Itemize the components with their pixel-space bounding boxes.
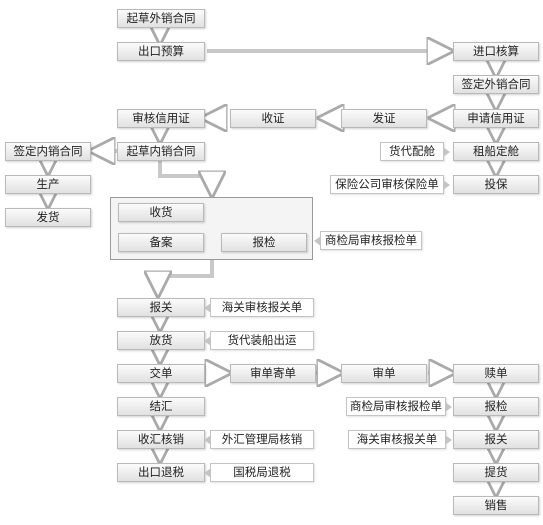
customs-declare-node-2: 报关: [453, 430, 539, 449]
pick-up-node: 提货: [453, 463, 539, 482]
export-budget-node: 出口预算: [117, 42, 205, 61]
freight-booking-label: 货代配舱: [389, 144, 435, 158]
produce-node: 生产: [5, 175, 91, 194]
customs-declare-node: 报关: [117, 298, 205, 317]
note-pointer: [204, 303, 211, 313]
note-pointer: [204, 336, 211, 346]
inspection-node-2: 报检: [453, 397, 539, 416]
submit-docs-node: 交单: [117, 364, 205, 383]
note-pointer: [445, 402, 452, 412]
inspection-review-label-2: 商检局审核报检单: [350, 399, 442, 413]
fx-bureau-label: 外汇管理局核销: [221, 432, 303, 446]
freight-loading-note: 货代装船出运: [204, 331, 314, 350]
review-send-docs-node: 审单寄单: [230, 364, 316, 383]
filing-node: 备案: [118, 233, 204, 252]
receive-cert-node: 收证: [230, 109, 316, 128]
inspection-node: 报检: [221, 233, 307, 252]
customs-review-label: 海关审核报关单: [221, 300, 303, 314]
import-check-node: 进口核算: [453, 42, 539, 61]
note-pointer: [204, 435, 211, 445]
insure-node: 投保: [453, 175, 539, 194]
issue-cert-node: 发证: [341, 109, 427, 128]
sell-node: 销售: [453, 496, 539, 515]
charter-ship-node: 租船定舱: [453, 142, 539, 161]
tax-refund-node: 出口退税: [117, 463, 205, 482]
customs-review-label-2: 海关审核报关单: [356, 432, 438, 446]
sign-export-contract-node: 签定外销合同: [453, 75, 539, 94]
arrow: [158, 160, 212, 190]
redeem-docs-node: 赎单: [453, 364, 539, 383]
note-pointer: [204, 468, 211, 478]
draft-domestic-contract-node: 起草内销合同: [117, 142, 205, 161]
customs-review-note: 海关审核报关单: [204, 298, 314, 317]
draft-export-contract-node: 起草外销合同: [117, 9, 205, 28]
note-pointer: [443, 147, 450, 157]
customs-review-note-2: 海关审核报关单: [348, 430, 452, 449]
freight-booking-note: 货代配舱: [380, 142, 450, 161]
inspection-review-note-2: 商检局审核报检单: [346, 397, 452, 416]
sign-domestic-contract-node: 签定内销合同: [5, 142, 91, 161]
note-pointer: [314, 236, 321, 246]
apply-lc-node: 申请信用证: [453, 109, 539, 128]
note-pointer: [445, 435, 452, 445]
arrow: [158, 260, 214, 290]
review-docs-node: 审单: [341, 364, 427, 383]
insurance-review-label: 保险公司审核保险单: [335, 177, 439, 191]
fx-bureau-note: 外汇管理局核销: [204, 430, 314, 449]
inspection-review-label: 商检局审核报检单: [325, 233, 417, 247]
freight-loading-label: 货代装船出运: [227, 333, 297, 347]
tax-bureau-label: 国税局退税: [233, 465, 291, 479]
insurance-review-note: 保险公司审核保险单: [330, 175, 450, 194]
verify-fx-node: 收汇核销: [117, 430, 205, 449]
settle-fx-node: 结汇: [117, 397, 205, 416]
review-lc-node: 审核信用证: [117, 109, 205, 128]
inspection-review-note: 商检局审核报检单: [314, 231, 422, 250]
receive-goods-node: 收货: [118, 203, 204, 222]
tax-bureau-note: 国税局退税: [204, 463, 314, 482]
note-pointer: [443, 180, 450, 190]
release-goods-node: 放货: [117, 331, 205, 350]
ship-out-node: 发货: [5, 208, 91, 227]
